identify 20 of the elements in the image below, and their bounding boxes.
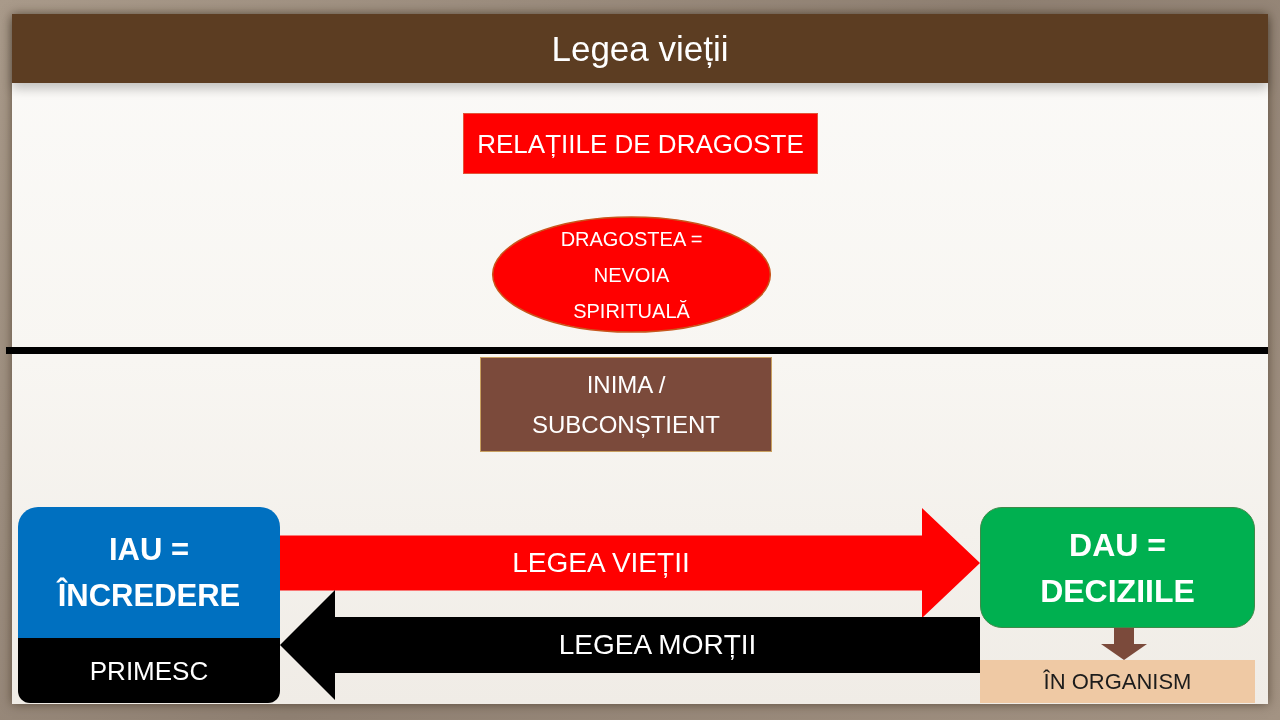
label-text: IAU = ÎNCREDERE <box>55 530 242 615</box>
block-arrow <box>280 508 980 618</box>
slide-title: Legea vieții <box>551 27 729 70</box>
label-panel <box>480 357 772 452</box>
block-arrow <box>280 590 980 700</box>
rounded-panel <box>980 507 1255 628</box>
label-text: PRIMESC <box>89 654 209 688</box>
definition-text: DRAGOSTEA = NEVOIA SPIRITUALĂ <box>559 226 704 324</box>
ellipse-shape <box>491 216 772 333</box>
edge-label: LEGEA MORȚII <box>558 628 757 662</box>
block-arrow <box>1101 628 1147 660</box>
heading-banner <box>463 113 818 174</box>
label-text: DAU = DECIZIILE <box>1039 525 1196 611</box>
heading-text: RELAȚIILE DE DRAGOSTE <box>477 127 804 161</box>
edge-label: LEGEA VIEȚII <box>512 546 690 580</box>
label-text: INIMA / SUBCONȘTIENT <box>531 369 721 440</box>
label-panel <box>980 660 1255 703</box>
label-text: ÎN ORGANISM <box>1043 667 1192 696</box>
rounded-panel <box>18 507 280 638</box>
rounded-panel <box>18 638 280 703</box>
